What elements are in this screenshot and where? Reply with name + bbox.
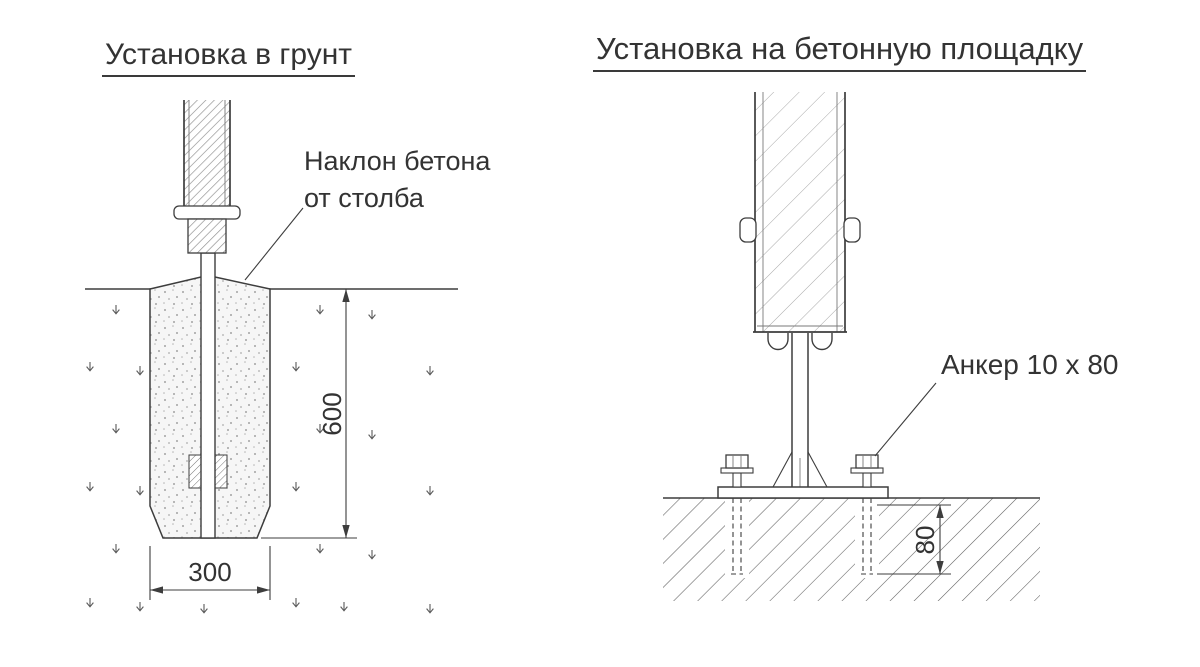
anchor-bolt-left bbox=[720, 454, 754, 488]
post-stem-and-gussets bbox=[772, 333, 828, 488]
dimension-anchor-depth-80: 80 bbox=[877, 504, 951, 575]
dimension-depth-600: 600 bbox=[261, 288, 357, 539]
ground-installation-diagram: Наклон бетона от столба 600 300 bbox=[85, 100, 491, 614]
slope-annotation-leader-line bbox=[244, 207, 304, 281]
anchor-annotation-leader-line bbox=[874, 382, 937, 457]
post-walls bbox=[183, 100, 231, 206]
right-diagram-title: Установка на бетонную площадку bbox=[593, 31, 1087, 72]
dimension-width-300: 300 bbox=[149, 546, 271, 600]
concrete-pad-hatch bbox=[663, 498, 1040, 601]
cap-bump-right bbox=[811, 333, 833, 351]
post-tab-right bbox=[843, 217, 861, 243]
post-inner-walls bbox=[762, 92, 838, 332]
post-body bbox=[739, 92, 861, 351]
post-buried-pipe bbox=[200, 252, 216, 539]
post-walls bbox=[754, 92, 846, 332]
post-clamp-band bbox=[173, 205, 241, 220]
post-tab-left bbox=[739, 217, 757, 243]
base-plate bbox=[717, 486, 889, 499]
anchor-hole-left bbox=[725, 498, 749, 578]
slope-annotation-line2: от столба bbox=[304, 183, 425, 213]
anchor-shafts-hidden bbox=[731, 498, 873, 575]
dimension-anchor-depth-label: 80 bbox=[910, 526, 940, 555]
post-inner-walls bbox=[188, 100, 226, 206]
concrete-pad-installation-diagram: Анкер 10 x 80 80 bbox=[663, 92, 1118, 601]
anchor-hole-right bbox=[855, 498, 879, 578]
left-diagram-title: Установка в грунт bbox=[102, 38, 356, 77]
post-lower-segment bbox=[187, 218, 227, 254]
anchor-bolt-right bbox=[850, 454, 884, 488]
anchor-annotation-label: Анкер 10 x 80 bbox=[941, 349, 1118, 380]
cap-bump-left bbox=[767, 333, 789, 351]
slope-annotation-line1: Наклон бетона bbox=[304, 146, 491, 176]
dimension-depth-label: 600 bbox=[317, 392, 347, 435]
dimension-width-label: 300 bbox=[188, 557, 231, 587]
post-above-ground bbox=[173, 100, 241, 254]
